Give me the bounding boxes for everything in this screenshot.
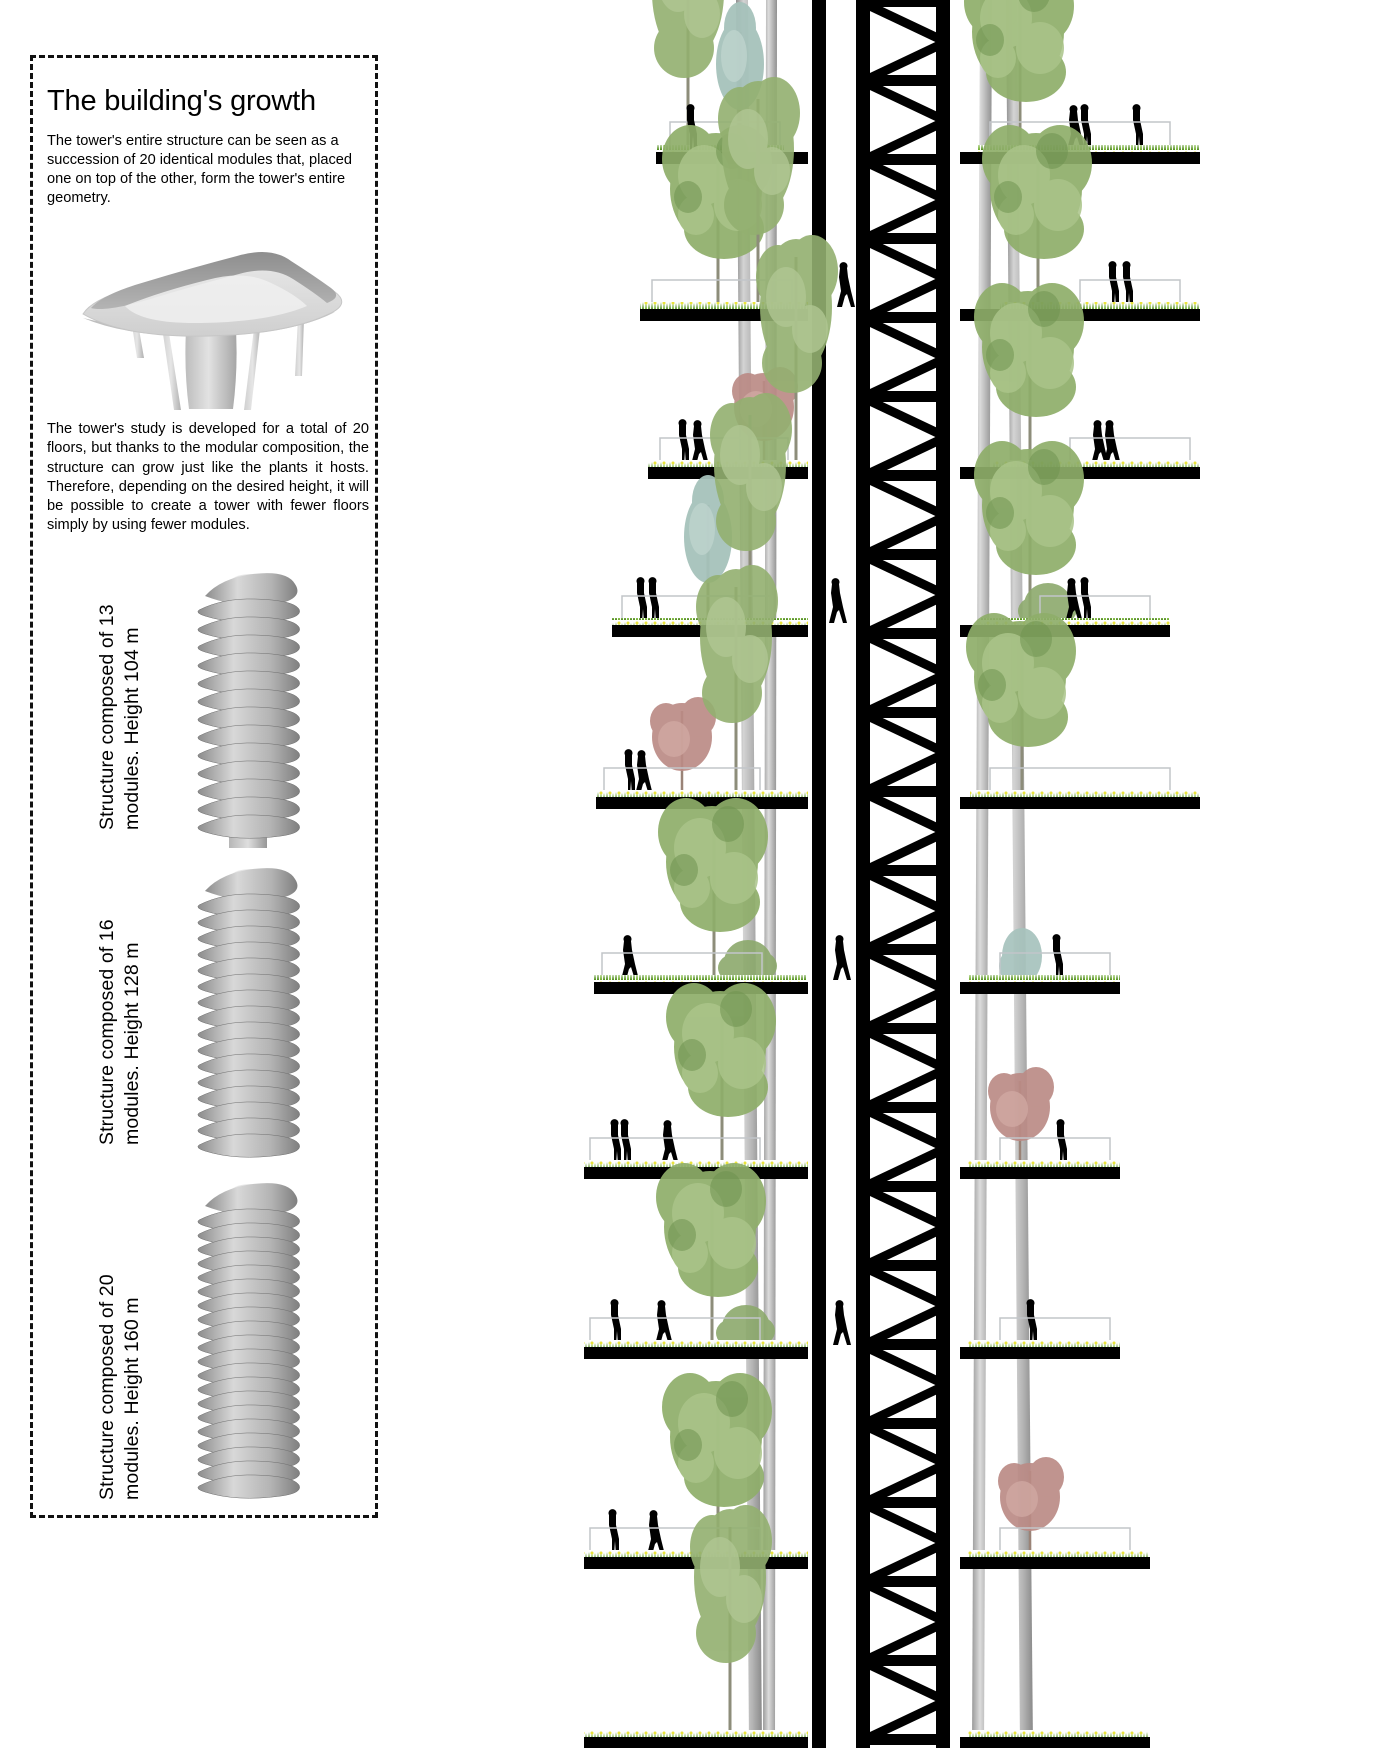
single-module-3d-render bbox=[55, 228, 361, 413]
tower-20-modules-render bbox=[183, 1172, 313, 1518]
variant-13-label: Structure composed of 13 modules. Height… bbox=[96, 604, 144, 830]
tower-13-modules-render bbox=[183, 562, 313, 848]
floor-level bbox=[584, 1503, 1150, 1748]
variant-13-modules: Structure composed of 13 modules. Height… bbox=[33, 558, 381, 848]
variant-20-label: Structure composed of 20 modules. Height… bbox=[96, 1274, 144, 1500]
tower-16-modules-render bbox=[183, 857, 313, 1163]
tower-building-section bbox=[560, 0, 1200, 1748]
floor-level bbox=[584, 981, 1120, 1179]
stair-core bbox=[856, 0, 950, 1745]
variant-16-modules: Structure composed of 16 modules. Height… bbox=[33, 853, 381, 1163]
variant-20-modules: Structure composed of 20 modules. Height… bbox=[33, 1168, 381, 1518]
variant-16-label: Structure composed of 16 modules. Height… bbox=[96, 919, 144, 1145]
growth-info-panel: The building's growth The tower's entire… bbox=[30, 55, 378, 1518]
intro-paragraph: The tower's entire structure can be seen… bbox=[47, 133, 353, 206]
body-paragraph: The tower's study is developed for a tot… bbox=[47, 421, 369, 534]
page-title: The building's growth bbox=[47, 85, 316, 117]
floor-level bbox=[584, 1161, 1120, 1359]
